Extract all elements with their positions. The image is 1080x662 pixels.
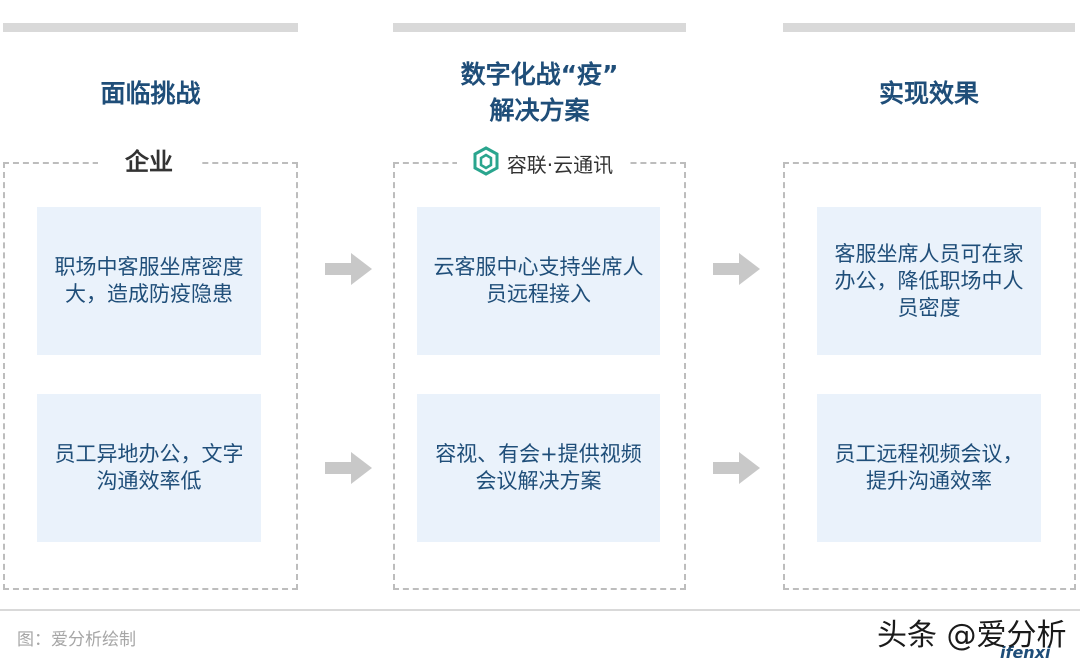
solution-title-line1: 数字化战“疫”	[460, 60, 619, 89]
watermark: 头条 @爱分析	[877, 618, 1067, 653]
result-panel	[783, 162, 1076, 590]
enterprise-label: 企业	[98, 146, 200, 178]
source-note: 图：爱分析绘制	[17, 630, 136, 650]
arrow-right-icon	[713, 253, 760, 285]
arrow-right-icon	[325, 253, 372, 285]
result-card-2: 员工远程视频会议，提升沟通效率	[817, 394, 1041, 542]
solution-card-2: 容视、有会+提供视频会议解决方案	[417, 394, 660, 542]
challenge-title: 面临挑战	[100, 79, 201, 108]
hexagon-logo-icon	[473, 146, 499, 180]
result-title: 实现效果	[878, 79, 979, 108]
arrow-right-icon	[325, 452, 372, 484]
result-card-1: 客服坐席人员可在家办公，降低职场中人员密度	[817, 207, 1041, 355]
column-header-bar-challenge	[3, 23, 298, 32]
brand-name: 容联·云通讯	[506, 152, 614, 177]
brand-logo: 容联·云通讯	[457, 146, 629, 180]
column-header-bar-result	[783, 23, 1075, 32]
solution-title-line2: 解决方案	[489, 96, 590, 125]
brand-watermark-sub: ifenxi	[1000, 643, 1051, 662]
column-header-bar-solution	[393, 23, 686, 32]
challenge-card-2: 员工异地办公，文字沟通效率低	[37, 394, 261, 542]
footer-divider	[0, 609, 1080, 611]
challenge-card-1: 职场中客服坐席密度大，造成防疫隐患	[37, 207, 261, 355]
arrow-right-icon	[713, 452, 760, 484]
solution-card-1: 云客服中心支持坐席人员远程接入	[417, 207, 660, 355]
